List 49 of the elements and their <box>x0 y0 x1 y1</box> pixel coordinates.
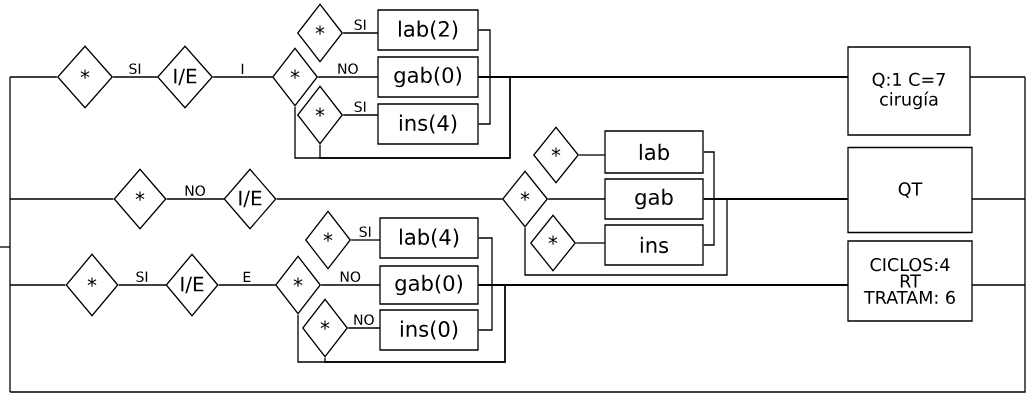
process-box: lab <box>604 130 704 174</box>
connector-line <box>218 284 277 286</box>
edge-label: NO <box>335 62 360 76</box>
connector-line <box>547 198 606 200</box>
process-box: Q:1 C=7 cirugía <box>847 46 971 136</box>
process-box: gab(0) <box>379 265 479 305</box>
connector-line <box>575 242 606 244</box>
connector-line <box>969 76 1026 78</box>
connector-line <box>347 327 381 329</box>
edge-label: NO <box>183 184 207 198</box>
connector-line <box>971 198 1026 200</box>
connector-line <box>317 76 379 78</box>
connector-line <box>703 198 849 246</box>
connector-line <box>276 198 504 200</box>
edge-label: SI <box>134 270 150 284</box>
connector-line <box>350 239 381 241</box>
connector-line <box>578 154 606 156</box>
edge-label: SI <box>357 225 373 239</box>
connector-line <box>9 284 66 286</box>
edge-label: NO <box>338 270 363 284</box>
process-box: QT <box>847 146 973 234</box>
process-box: lab(4) <box>379 217 479 259</box>
connector-line <box>320 284 381 286</box>
edge-label: E <box>241 270 253 284</box>
connector-line <box>9 76 1026 393</box>
connector-line <box>212 76 274 78</box>
connector-line <box>118 284 167 286</box>
connector-line <box>478 76 849 125</box>
connector-line <box>524 198 728 276</box>
process-box: ins(4) <box>377 103 479 145</box>
connector-line <box>166 198 225 200</box>
connector-line <box>342 32 379 34</box>
edge-label: SI <box>127 62 143 76</box>
connector-line <box>971 284 1026 286</box>
connector-line <box>9 76 58 78</box>
edge-label: NO <box>351 313 376 327</box>
process-box: ins <box>604 224 704 266</box>
connector-line <box>342 114 379 116</box>
process-box: gab <box>604 178 704 220</box>
process-box: lab(2) <box>377 9 479 51</box>
connector-line <box>9 198 114 200</box>
connector-line <box>9 76 11 393</box>
process-box: gab(0) <box>377 56 479 98</box>
connector-line <box>0 246 11 248</box>
edge-label: I <box>239 62 246 76</box>
process-box: CICLOS:4 RT TRATAM: 6 <box>847 240 973 322</box>
connector-line <box>478 284 849 331</box>
connector-line <box>112 76 159 78</box>
process-box: ins(0) <box>379 309 479 351</box>
